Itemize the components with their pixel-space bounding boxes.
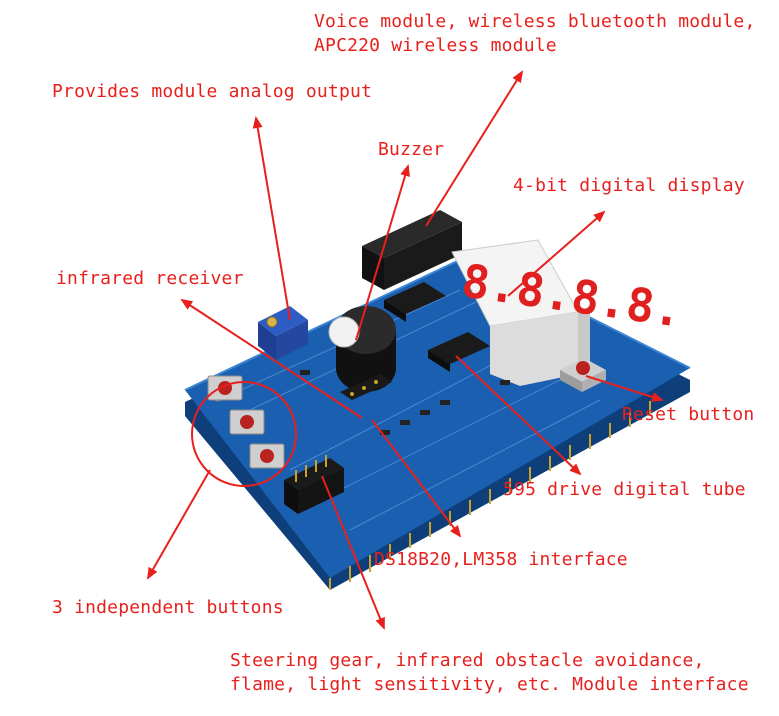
ic-chip-icon [384, 282, 446, 322]
independent-buttons-group [207, 375, 285, 469]
arrow-analog-output [252, 116, 291, 321]
annotation-arrows [147, 70, 664, 630]
label-voice-module: Voice module, wireless bluetooth module,… [314, 10, 755, 58]
arrow-ds18b20 [371, 419, 462, 538]
label-module-interface: Steering gear, infrared obstacle avoidan… [230, 649, 749, 697]
smd-components [300, 370, 510, 435]
buzzer-icon [328, 306, 396, 392]
arrow-595-drive [455, 355, 582, 476]
label-infrared-receiver: infrared receiver [56, 268, 244, 289]
arduino-pin-row [329, 401, 651, 590]
buttons-highlight-circle [191, 381, 297, 487]
label-buzzer: Buzzer [378, 139, 445, 160]
pin-header-icon [284, 455, 344, 514]
reset-push-button-icon [560, 358, 606, 392]
push-button-icon [207, 375, 243, 401]
label-digital-display: 4-bit digital display [513, 175, 745, 196]
label-ds18b20: DS18B20,LM358 interface [374, 549, 628, 570]
arrow-independent-buttons [147, 469, 211, 580]
arrow-infrared-receiver [180, 298, 363, 419]
push-button-icon [229, 409, 265, 435]
label-reset-button: Reset button [622, 404, 755, 425]
label-module-interface-line1: Steering gear, infrared obstacle avoidan… [230, 650, 705, 671]
sensor-socket-header [340, 374, 392, 400]
label-voice-module-line2: APC220 wireless module [314, 35, 557, 56]
arrow-digital-display [507, 210, 606, 297]
label-595-drive: 595 drive digital tube [503, 479, 746, 500]
label-voice-module-line1: Voice module, wireless bluetooth module, [314, 11, 756, 32]
apc220-header [362, 210, 462, 290]
push-button-icon [249, 443, 285, 469]
ic-chip-595-icon [428, 332, 490, 372]
label-analog-output: Provides module analog output [52, 81, 373, 102]
arrow-buzzer [355, 164, 410, 341]
label-independent-buttons: 3 independent buttons [52, 597, 284, 618]
arrow-reset-button [585, 375, 664, 402]
arrow-voice-module [425, 70, 524, 227]
potentiometer-icon [258, 306, 308, 360]
arrow-module-interface [321, 475, 385, 630]
label-module-interface-line2: flame, light sensitivity, etc. Module in… [230, 674, 749, 695]
